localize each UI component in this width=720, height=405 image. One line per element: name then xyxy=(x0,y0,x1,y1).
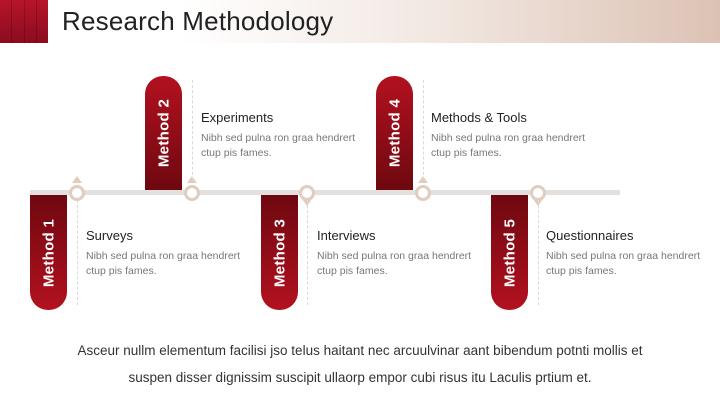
method-1-node xyxy=(69,185,85,201)
method-5-body: Nibh sed pulna ron graa hendrert ctup pi… xyxy=(546,250,701,277)
header-accent-stripes xyxy=(0,0,48,43)
method-3-tab: Method 3 xyxy=(261,195,298,310)
method-2-tab: Method 2 xyxy=(145,76,182,190)
page-title: Research Methodology xyxy=(62,6,334,36)
method-3-body: Nibh sed pulna ron graa hendrert ctup pi… xyxy=(317,250,472,277)
method-4-node xyxy=(415,185,431,201)
method-2-connector xyxy=(192,80,193,180)
method-2-body: Nibh sed pulna ron graa hendrert ctup pi… xyxy=(201,132,356,159)
method-4-label: Method 4 xyxy=(386,98,403,168)
method-5-tab: Method 5 xyxy=(491,195,528,310)
method-4-heading: Methods & Tools xyxy=(431,110,527,125)
method-4-connector xyxy=(423,80,424,180)
method-4-text: Methods & Tools Nibh sed pulna ron graa … xyxy=(431,110,591,161)
method-1-heading: Surveys xyxy=(86,228,133,243)
method-4-body: Nibh sed pulna ron graa hendrert ctup pi… xyxy=(431,132,586,159)
method-1-text: Surveys Nibh sed pulna ron graa hendrert… xyxy=(86,228,246,279)
method-5-label: Method 5 xyxy=(501,218,518,287)
method-2-text: Experiments Nibh sed pulna ron graa hend… xyxy=(201,110,361,161)
method-1-label: Method 1 xyxy=(40,218,57,287)
method-1-tab: Method 1 xyxy=(30,195,67,310)
method-1-connector xyxy=(77,200,78,305)
method-2-heading: Experiments xyxy=(201,110,274,125)
method-2-node xyxy=(184,185,200,201)
header-bar: Research Methodology xyxy=(0,0,720,43)
method-5-heading: Questionnaires xyxy=(546,228,634,243)
method-3-connector xyxy=(307,200,308,305)
method-4-tab: Method 4 xyxy=(376,76,413,190)
method-2-label: Method 2 xyxy=(155,98,172,168)
method-3-heading: Interviews xyxy=(317,228,376,243)
timeline-line xyxy=(30,190,620,195)
method-3-text: Interviews Nibh sed pulna ron graa hendr… xyxy=(317,228,477,279)
method-5-connector xyxy=(538,200,539,305)
footer-paragraph: Asceur nullm elementum facilisi jso telu… xyxy=(77,343,643,385)
method-3-label: Method 3 xyxy=(271,218,288,287)
method-1-body: Nibh sed pulna ron graa hendrert ctup pi… xyxy=(86,250,241,277)
method-1-arrow xyxy=(72,176,82,183)
method-5-text: Questionnaires Nibh sed pulna ron graa h… xyxy=(546,228,706,279)
